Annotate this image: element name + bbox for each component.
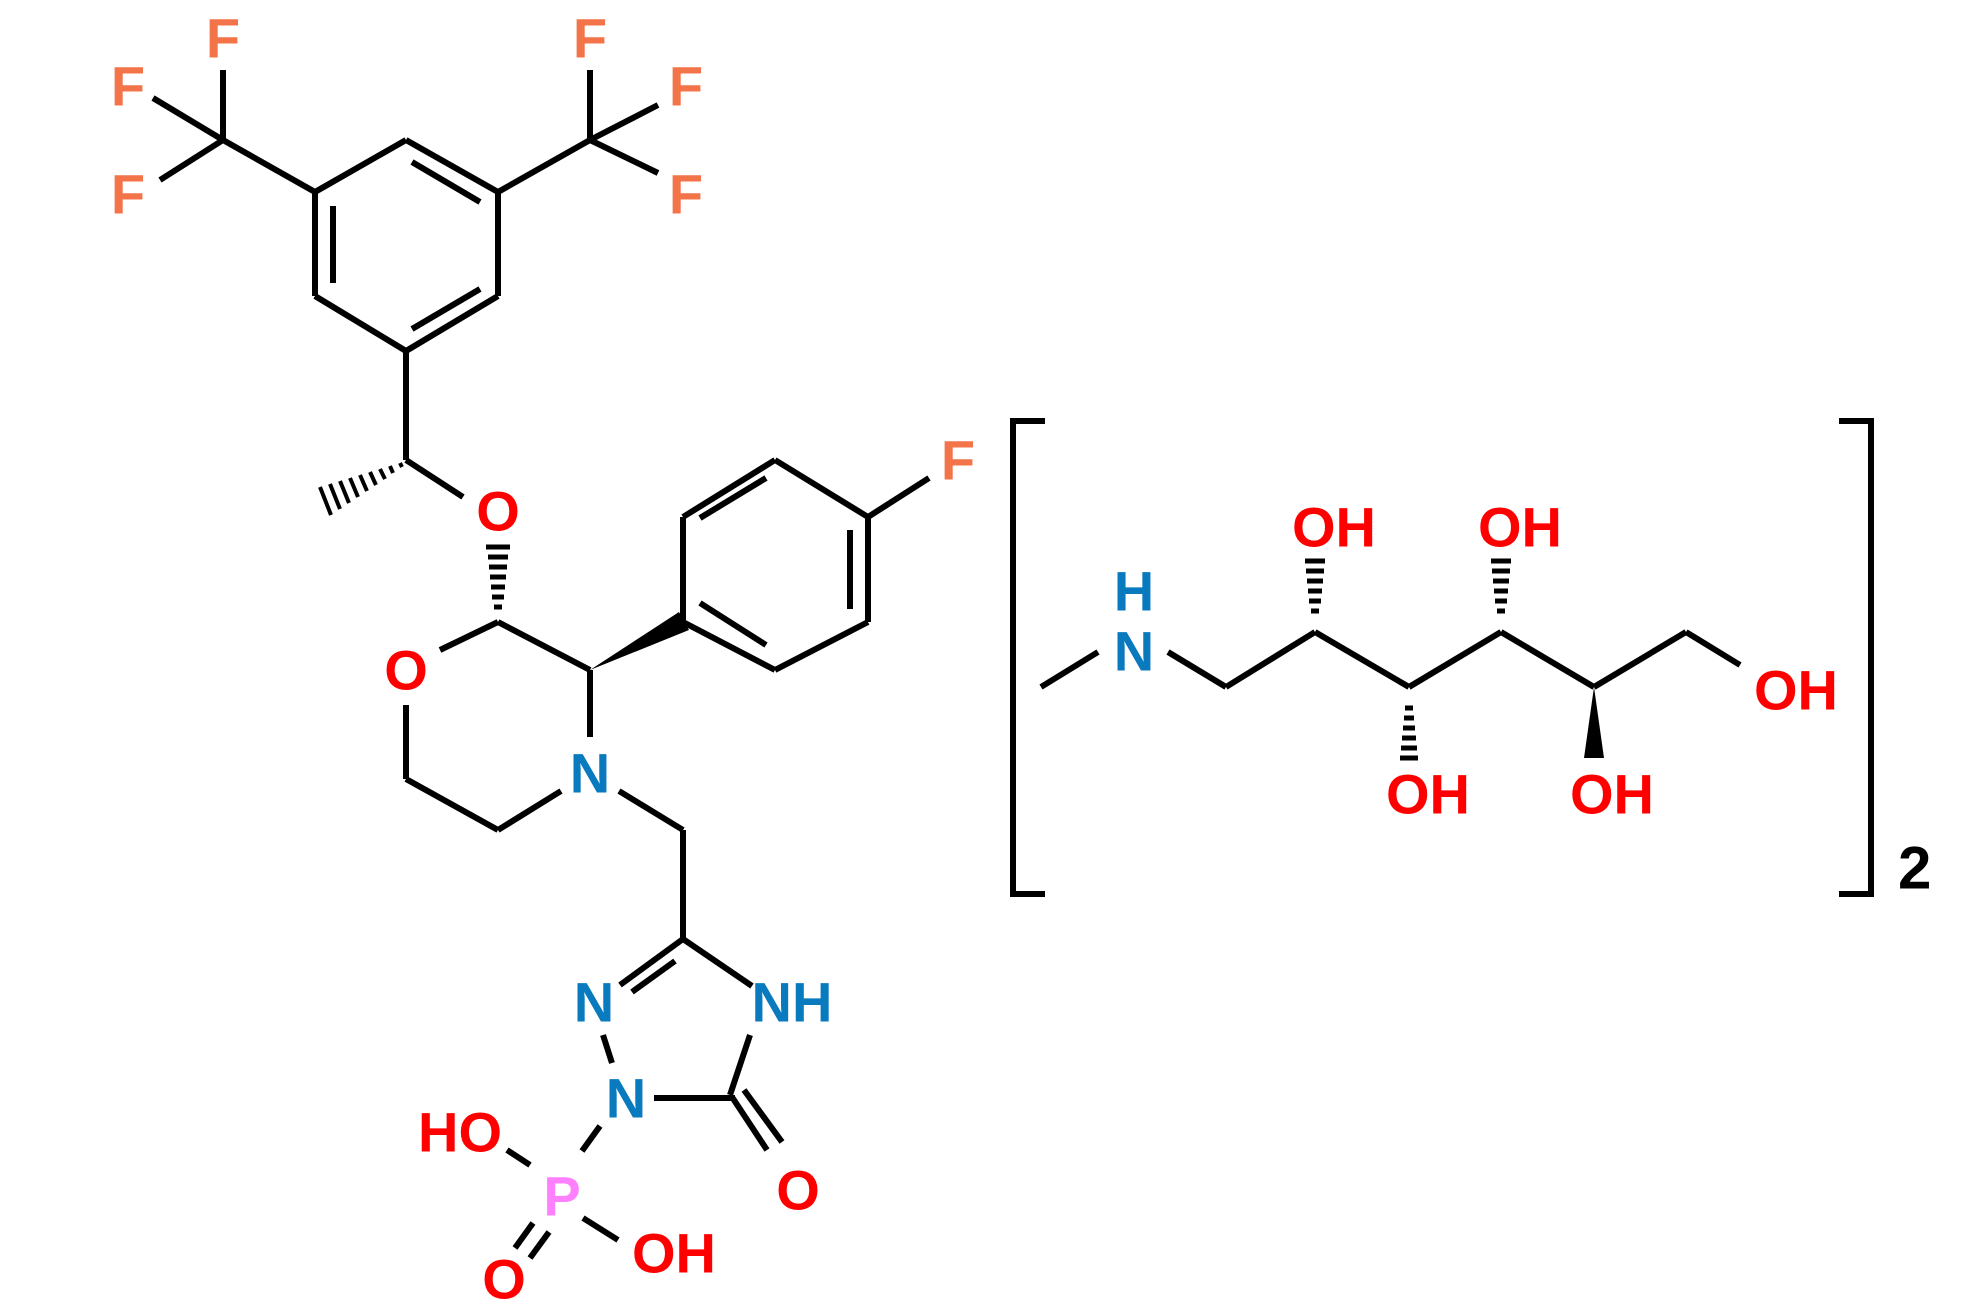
hashed-wedge-bond (1305, 558, 1325, 614)
triazole-n2-label: N (574, 971, 614, 1034)
fluorine-label: F (573, 7, 607, 70)
hydroxyl-label: OH (1754, 659, 1838, 722)
hashed-wedge-bond (1491, 558, 1511, 614)
bracket-left (1010, 418, 1045, 897)
aryl-fluorine-label: F (941, 429, 975, 492)
hashed-wedge-bond (318, 462, 404, 516)
benzene-ring-bis-cf3 (312, 137, 501, 354)
solid-wedge-bond (1584, 687, 1604, 758)
phosphonic-acid-group: P HO OH O (418, 1101, 716, 1306)
hydroxyl-label: OH (1570, 763, 1654, 826)
triazole-nh-label: NH (752, 971, 833, 1034)
phosphoryl-oxygen-label: O (482, 1248, 526, 1306)
solid-wedge-bond (590, 612, 689, 670)
hydroxyl-label: OH (1292, 496, 1376, 559)
hydroxyl-label: OH (1478, 496, 1562, 559)
fluorine-label: F (669, 55, 703, 118)
morpholine-nitrogen-label: N (570, 742, 610, 805)
fluorine-label: F (669, 163, 703, 226)
fluorine-label: F (111, 55, 145, 118)
phosphorus-label: P (543, 1165, 580, 1228)
morpholine-ring: O N (384, 612, 689, 833)
hashed-wedge-bond (486, 544, 510, 610)
bracket-right (1839, 418, 1874, 897)
hashed-wedge-bond (1400, 705, 1418, 761)
triazolone-ring: N NH N O (574, 936, 833, 1222)
fosaprepitant: F F F F F F (111, 7, 975, 1306)
hydroxyl-label: OH (1386, 763, 1470, 826)
triazole-n1-label: N (606, 1067, 646, 1130)
amine-nitrogen-label: N (1114, 620, 1154, 683)
methylene-linker (617, 788, 686, 939)
fluorophenyl-ring: F (680, 429, 975, 673)
chiral-ethoxy-linker: O (318, 351, 520, 610)
amine-hydrogen-label: H (1114, 560, 1154, 623)
carbonyl-oxygen-label: O (776, 1159, 820, 1222)
hydroxyl-label: HO (418, 1101, 502, 1164)
cf3-group-left: F F F (111, 7, 317, 226)
stoichiometry-subscript: 2 (1898, 835, 1931, 902)
ether-oxygen-label: O (476, 480, 520, 543)
fluorine-label: F (206, 7, 240, 70)
hydroxyl-label: OH (632, 1222, 716, 1285)
cf3-group-right: F F F (496, 7, 703, 226)
meglumine: 2 H N OH OH (1010, 418, 1931, 902)
morpholine-oxygen-label: O (384, 639, 428, 702)
fluorine-label: F (111, 163, 145, 226)
